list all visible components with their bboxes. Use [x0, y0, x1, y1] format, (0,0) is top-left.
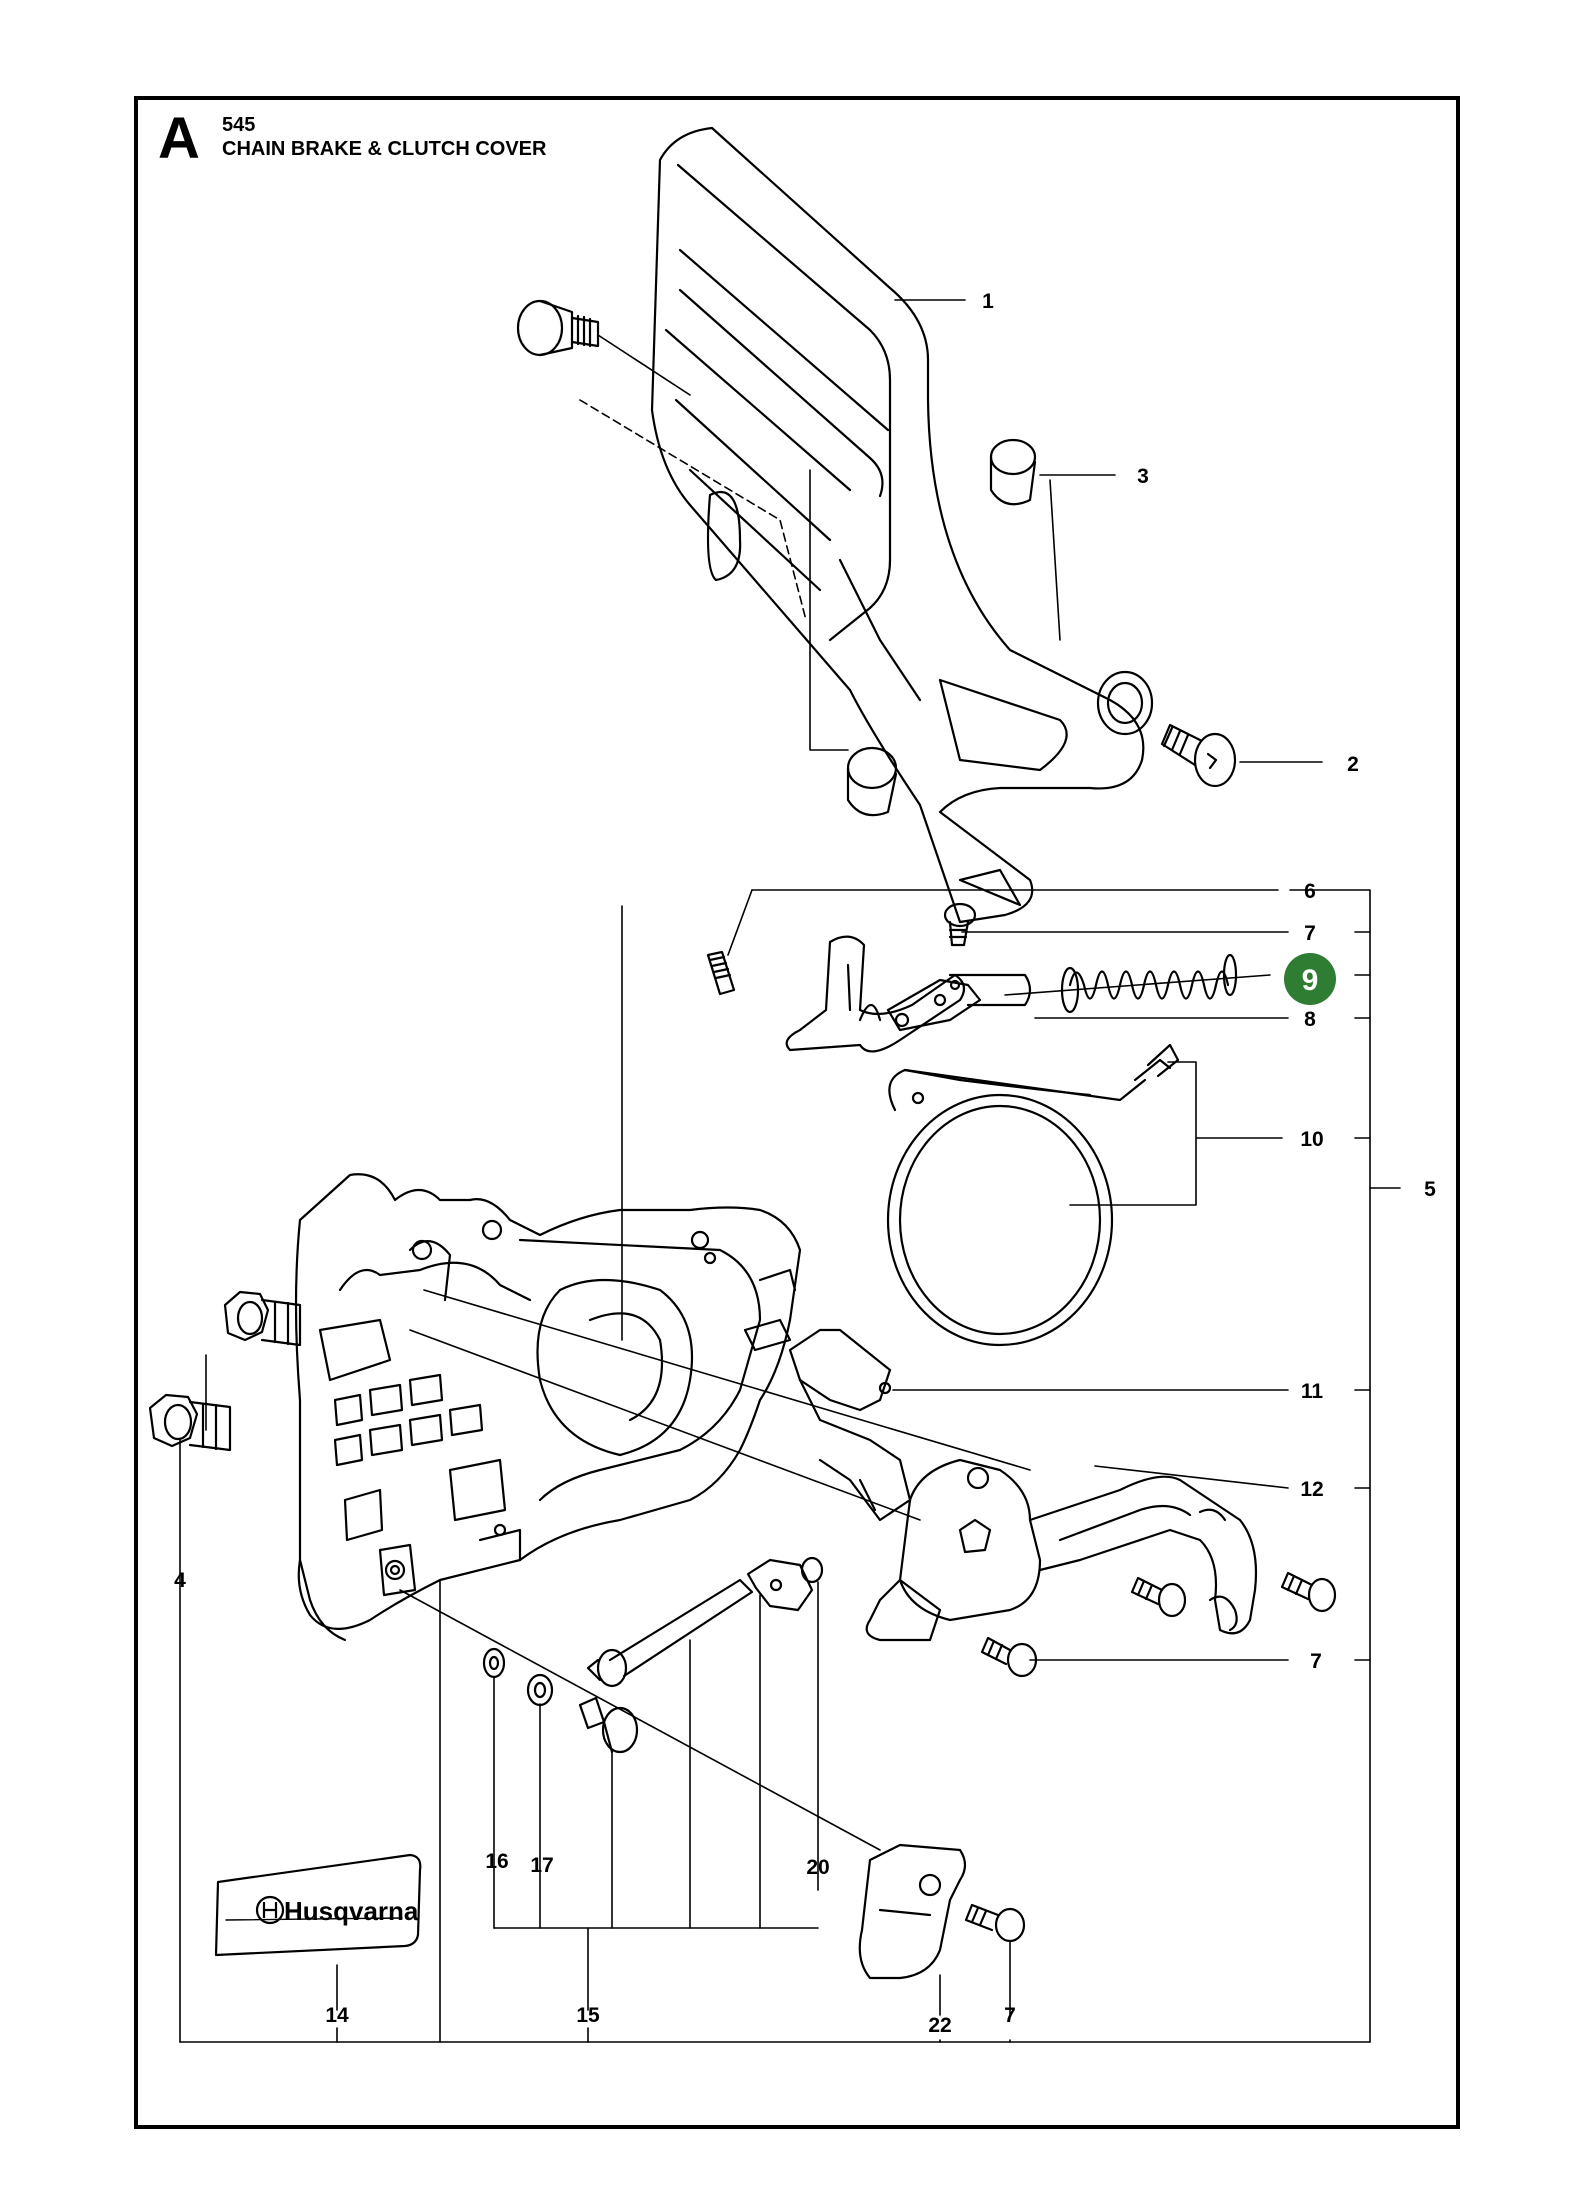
part-label-6[interactable]: 6: [1304, 880, 1316, 903]
part-labels: 1 2 3 4 5 6 7 8 9 10 11 12 7 14 15 16 17…: [174, 290, 1436, 2037]
bar-nut-upper-drawing: [223, 1290, 302, 1347]
highlight-badge: [1284, 953, 1336, 1005]
diagram-title: CHAIN BRAKE & CLUTCH COVER: [222, 138, 547, 160]
part-label-14[interactable]: 14: [325, 2004, 349, 2027]
part-label-7-upper[interactable]: 7: [1304, 922, 1316, 945]
brake-lever-drawing: [785, 935, 1032, 1053]
part-label-5[interactable]: 5: [1424, 1178, 1436, 1201]
part-label-7-bottom[interactable]: 7: [1004, 2004, 1016, 2027]
pivot-sleeve-drawing: [1096, 670, 1154, 736]
shoulder-screw-top-drawing: [516, 299, 600, 357]
washer-part17-drawing: [526, 1673, 554, 1707]
washer-part16-drawing: [482, 1647, 506, 1679]
part-label-15[interactable]: 15: [576, 2004, 600, 2027]
cover-plate-drawing: [858, 1843, 967, 1980]
side-plate-drawing: [865, 1458, 1042, 1642]
part-label-4[interactable]: 4: [174, 1569, 186, 1592]
hand-guard-drawing: [579, 126, 1145, 924]
screw-part7-bottom-drawing: [964, 1903, 1026, 1943]
part-label-20[interactable]: 20: [806, 1856, 829, 1879]
chain-tensioner-arm-drawing: [1028, 1475, 1258, 1635]
screw-part2-drawing: [1160, 723, 1237, 788]
leader-lines: [179, 299, 1401, 2043]
clutch-cover-drawing: [294, 1173, 802, 1642]
husqvarna-logo: Husqvarna: [255, 1895, 419, 1926]
screw-part7-lower-drawing: [980, 1636, 1038, 1678]
part-label-10[interactable]: 10: [1300, 1128, 1323, 1151]
part-label-7-middle[interactable]: 7: [1310, 1650, 1322, 1673]
chain-catcher-drawing: [788, 1328, 912, 1522]
brake-band-drawing: [886, 1043, 1180, 1347]
part-label-22[interactable]: 22: [928, 2014, 951, 2037]
part-label-16[interactable]: 16: [485, 1850, 508, 1873]
screw-part7-top-drawing: [943, 902, 977, 947]
part-label-8[interactable]: 8: [1304, 1008, 1316, 1031]
part-label-11[interactable]: 11: [1301, 1380, 1324, 1403]
bushing-top-drawing: [989, 438, 1037, 506]
model-number: 545: [222, 114, 256, 136]
decal-brand-text: Husqvarna: [284, 1896, 419, 1926]
part-label-9-highlight[interactable]: 9: [1284, 953, 1336, 1005]
pin-part6-drawing: [706, 950, 736, 996]
tensioner-screw-drawing: [586, 1578, 754, 1688]
part-label-9[interactable]: 9: [1302, 964, 1319, 997]
part-label-17[interactable]: 17: [530, 1854, 553, 1877]
tensioner-nut-drawing: [746, 1556, 824, 1612]
adjuster-sleeve-drawing: [578, 1696, 639, 1754]
part-label-12[interactable]: 12: [1300, 1478, 1323, 1501]
bar-nut-lower-drawing: [148, 1393, 232, 1452]
screw-part7-middle-drawing: [1130, 1576, 1187, 1618]
section-letter: A: [158, 106, 200, 171]
bushing-bottom-drawing: [846, 746, 898, 817]
part-label-3[interactable]: 3: [1137, 465, 1149, 488]
screw-part7-right-drawing: [1280, 1571, 1337, 1613]
diagram-frame: [134, 96, 1460, 2129]
part-label-1[interactable]: 1: [982, 290, 994, 313]
part-label-2[interactable]: 2: [1347, 753, 1359, 776]
husqvarna-crown-icon: [255, 1895, 285, 1925]
decal-drawing: [214, 1853, 422, 1957]
